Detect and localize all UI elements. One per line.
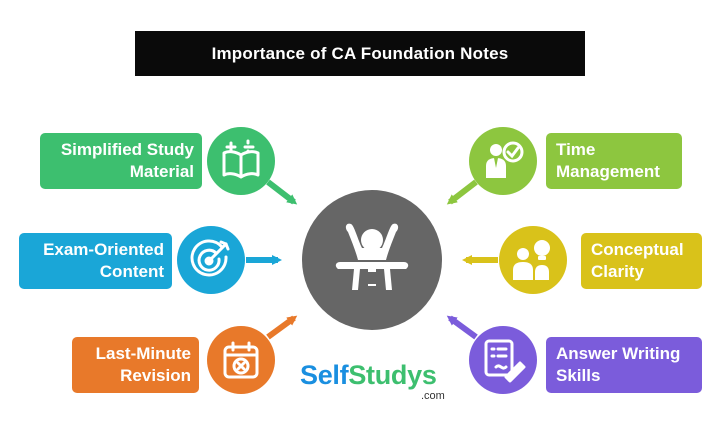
center-hub-circle: [302, 190, 442, 330]
selfstudys-logo: SelfStudys .com: [300, 360, 450, 410]
book-math-icon: [207, 127, 275, 195]
logo-self: Self: [300, 360, 349, 390]
logo-com: .com: [421, 390, 445, 402]
calendar-cross-icon: [207, 326, 275, 394]
logo-wordmark: SelfStudys: [300, 360, 437, 391]
page-title: Importance of CA Foundation Notes: [135, 31, 585, 76]
student-desk-icon: [335, 223, 409, 290]
logo-studys: Studys: [348, 360, 437, 390]
target-icon: [177, 226, 245, 294]
arrow-lastminute: [266, 315, 298, 340]
arrow-simplified: [266, 179, 298, 205]
arrow-time: [446, 179, 478, 205]
arrow-answer: [446, 315, 478, 340]
writing-paper-icon: [469, 326, 537, 394]
idea-people-icon: [499, 226, 567, 294]
person-check-icon: [469, 127, 537, 195]
